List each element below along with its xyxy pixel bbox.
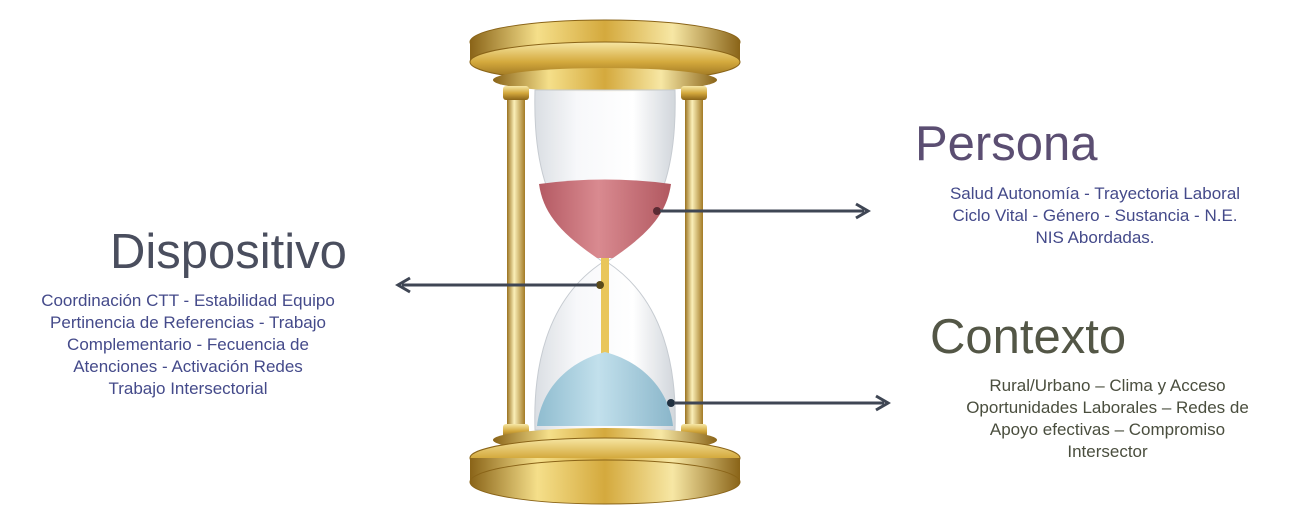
dispositivo-line: Trabajo Intersectorial bbox=[8, 378, 368, 400]
contexto-line: Apoyo efectivas – Compromiso bbox=[925, 419, 1290, 441]
dispositivo-description: Coordinación CTT - Estabilidad Equipo Pe… bbox=[8, 290, 368, 400]
contexto-title: Contexto bbox=[930, 313, 1126, 362]
persona-line: Ciclo Vital - Género - Sustancia - N.E. bbox=[910, 205, 1280, 227]
dispositivo-line: Coordinación CTT - Estabilidad Equipo bbox=[8, 290, 368, 312]
contexto-connector-dot bbox=[667, 399, 675, 407]
contexto-line: Rural/Urbano – Clima y Acceso bbox=[925, 375, 1290, 397]
dispositivo-connector-dot bbox=[596, 281, 604, 289]
contexto-line: Oportunidades Laborales – Redes de bbox=[925, 397, 1290, 419]
persona-title: Persona bbox=[915, 120, 1098, 169]
dispositivo-title: Dispositivo bbox=[110, 228, 347, 277]
contexto-description: Rural/Urbano – Clima y Acceso Oportunida… bbox=[925, 375, 1290, 463]
persona-line: Salud Autonomía - Trayectoria Laboral bbox=[910, 183, 1280, 205]
contexto-line: Intersector bbox=[925, 441, 1290, 463]
dispositivo-line: Complementario - Fecuencia de bbox=[8, 334, 368, 356]
dispositivo-line: Pertinencia de Referencias - Trabajo bbox=[8, 312, 368, 334]
persona-line: NIS Abordadas. bbox=[910, 227, 1280, 249]
dispositivo-line: Atenciones - Activación Redes bbox=[8, 356, 368, 378]
persona-connector-dot bbox=[653, 207, 661, 215]
persona-description: Salud Autonomía - Trayectoria Laboral Ci… bbox=[910, 183, 1280, 249]
